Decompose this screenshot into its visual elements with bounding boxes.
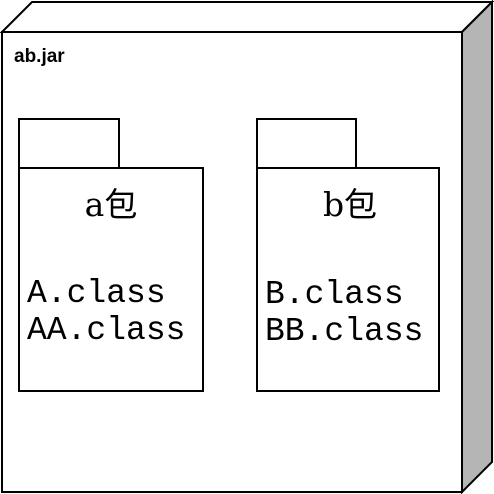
package-a: a包 A.class AA.class — [18, 118, 204, 392]
package-a-body — [18, 167, 204, 392]
node-side-face — [461, 0, 493, 494]
package-b-tab — [256, 118, 357, 169]
package-b-class-2: BB.class — [265, 313, 423, 350]
package-a-class-1: A.class — [27, 275, 166, 312]
package-a-tab — [18, 118, 120, 169]
package-a-name: a包 — [85, 185, 138, 224]
package-b: b包 B.class BB.class — [256, 118, 440, 392]
package-b-class-1: B.class — [265, 276, 404, 313]
package-a-class-2: AA.class — [27, 312, 185, 349]
package-b-name: b包 — [323, 185, 377, 224]
package-b-body — [256, 167, 440, 392]
node-title: ab.jar — [14, 46, 65, 67]
node-top-face — [0, 1, 494, 33]
